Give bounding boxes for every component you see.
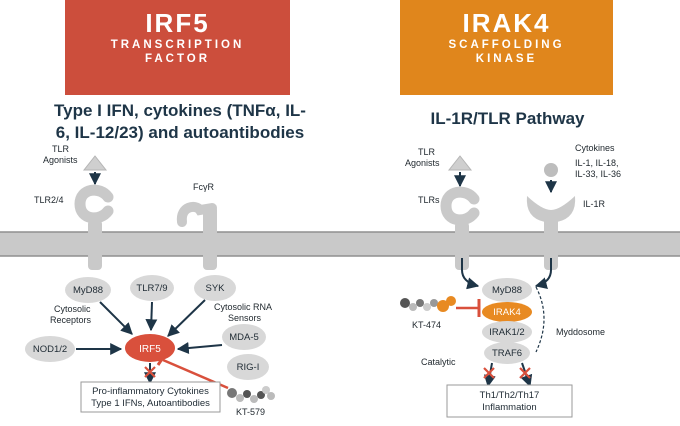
irf5-banner: IRF5 TRANSCRIPTION FACTOR (65, 0, 290, 95)
cyto-rna-sensors-label-1: Cytosolic RNA (214, 302, 272, 312)
irf5-node-label: IRF5 (139, 344, 161, 355)
irf5-blocked-x-icon (144, 366, 156, 378)
left-output-box: Pro-inflammatory Cytokines Type 1 IFNs, … (80, 381, 221, 413)
right-tlr-agonists-label-1: TLR (418, 147, 436, 157)
cyto-rna-sensors-label-2: Sensors (228, 313, 262, 323)
irak12-node-label: IRAK1/2 (489, 327, 524, 338)
tlr24-receptor-icon (74, 184, 114, 270)
myd88-node-left: MyD88 (65, 277, 111, 303)
fcyr-receptor-icon (176, 201, 217, 270)
syk-node: SYK (194, 275, 236, 301)
tlrs-receptor-icon (440, 186, 480, 270)
myddosome-label: Myddosome (556, 327, 605, 337)
il1r-receptor-icon (526, 196, 576, 270)
cytokines-label-1: Cytokines (575, 143, 615, 153)
rigi-node-label: RIG-I (237, 362, 260, 373)
irf5-heading-line-1: Type I IFN, cytokines (TNFα, IL- (54, 101, 306, 120)
nod12-node: NOD1/2 (25, 336, 75, 362)
right-tlr-agonists-label-2: Agonists (405, 158, 440, 168)
irak4-heading: IL-1R/TLR Pathway (430, 109, 585, 128)
right-output-line-2: Inflammation (482, 402, 536, 413)
cyto-receptors-label-1: Cytosolic (54, 304, 91, 314)
fcyr-label: FcγR (193, 182, 214, 192)
tlr24-label: TLR2/4 (34, 195, 64, 205)
right-tlr-agonist-triangle-icon (447, 155, 473, 171)
right-output-line-1: Th1/Th2/Th17 (480, 390, 540, 401)
left-tlr-agonists-label-1: TLR (52, 144, 70, 154)
traf6-node-label: TRAF6 (492, 348, 522, 359)
myd88-node-left-label: MyD88 (73, 285, 103, 296)
tlr79-node-label: TLR7/9 (136, 283, 167, 294)
kt579-label: KT-579 (236, 407, 265, 417)
rigi-node: RIG-I (227, 354, 269, 380)
irf5-banner-title: IRF5 (145, 8, 210, 38)
irak4-banner-title: IRAK4 (462, 8, 551, 38)
tlr79-node: TLR7/9 (130, 275, 174, 301)
tlr-agonist-triangle-icon (82, 155, 108, 171)
nod12-node-label: NOD1/2 (33, 344, 67, 355)
cyto-receptors-label-2: Receptors (50, 315, 92, 325)
irf5-banner-subtitle-2: FACTOR (144, 53, 211, 65)
mda5-node: MDA-5 (222, 324, 266, 350)
left-tlr-agonists-label-2: Agonists (43, 155, 78, 165)
irak4-node: IRAK4 (482, 302, 532, 322)
right-blocked-x-icon-1 (483, 367, 495, 379)
irf5-heading: Type I IFN, cytokines (TNFα, IL- 6, IL-1… (20, 100, 340, 144)
right-output-box: Th1/Th2/Th17 Inflammation (446, 384, 573, 418)
kt474-degrader-molecule-icon (400, 296, 456, 312)
left-output-line-1: Pro-inflammatory Cytokines (92, 386, 209, 397)
irf5-node: IRF5 (125, 334, 175, 362)
kt474-label: KT-474 (412, 320, 441, 330)
cytokines-label-3: IL-33, IL-36 (575, 169, 621, 179)
irak4-node-label: IRAK4 (493, 307, 520, 318)
irak4-banner: IRAK4 SCAFFOLDING KINASE (400, 0, 613, 95)
myddosome-bracket (535, 286, 545, 353)
cell-membrane (0, 232, 680, 256)
irak4-banner-subtitle-1: SCAFFOLDING (448, 39, 565, 51)
irf5-heading-line-2: 6, IL-12/23) and autoantibodies (55, 123, 305, 142)
tlrs-label: TLRs (418, 195, 440, 205)
il1r-label: IL-1R (583, 199, 606, 209)
myd88-node-right: MyD88 (482, 278, 532, 302)
catalytic-label: Catalytic (421, 357, 456, 367)
left-output-line-2: Type 1 IFNs, Autoantibodies (91, 398, 210, 409)
irak12-node: IRAK1/2 (482, 321, 532, 343)
syk-node-label: SYK (205, 283, 225, 294)
right-blocked-x-icon-2 (519, 367, 531, 379)
kt579-degrader-molecule-icon (227, 386, 275, 403)
mda5-node-label: MDA-5 (229, 332, 259, 343)
myd88-node-right-label: MyD88 (492, 285, 522, 296)
irf5-banner-subtitle-1: TRANSCRIPTION (110, 39, 245, 51)
irak4-banner-subtitle-2: KINASE (475, 53, 538, 65)
cytokines-label-2: IL-1, IL-18, (575, 158, 619, 168)
cytokine-ball-icon (544, 163, 558, 177)
traf6-node: TRAF6 (484, 342, 530, 364)
